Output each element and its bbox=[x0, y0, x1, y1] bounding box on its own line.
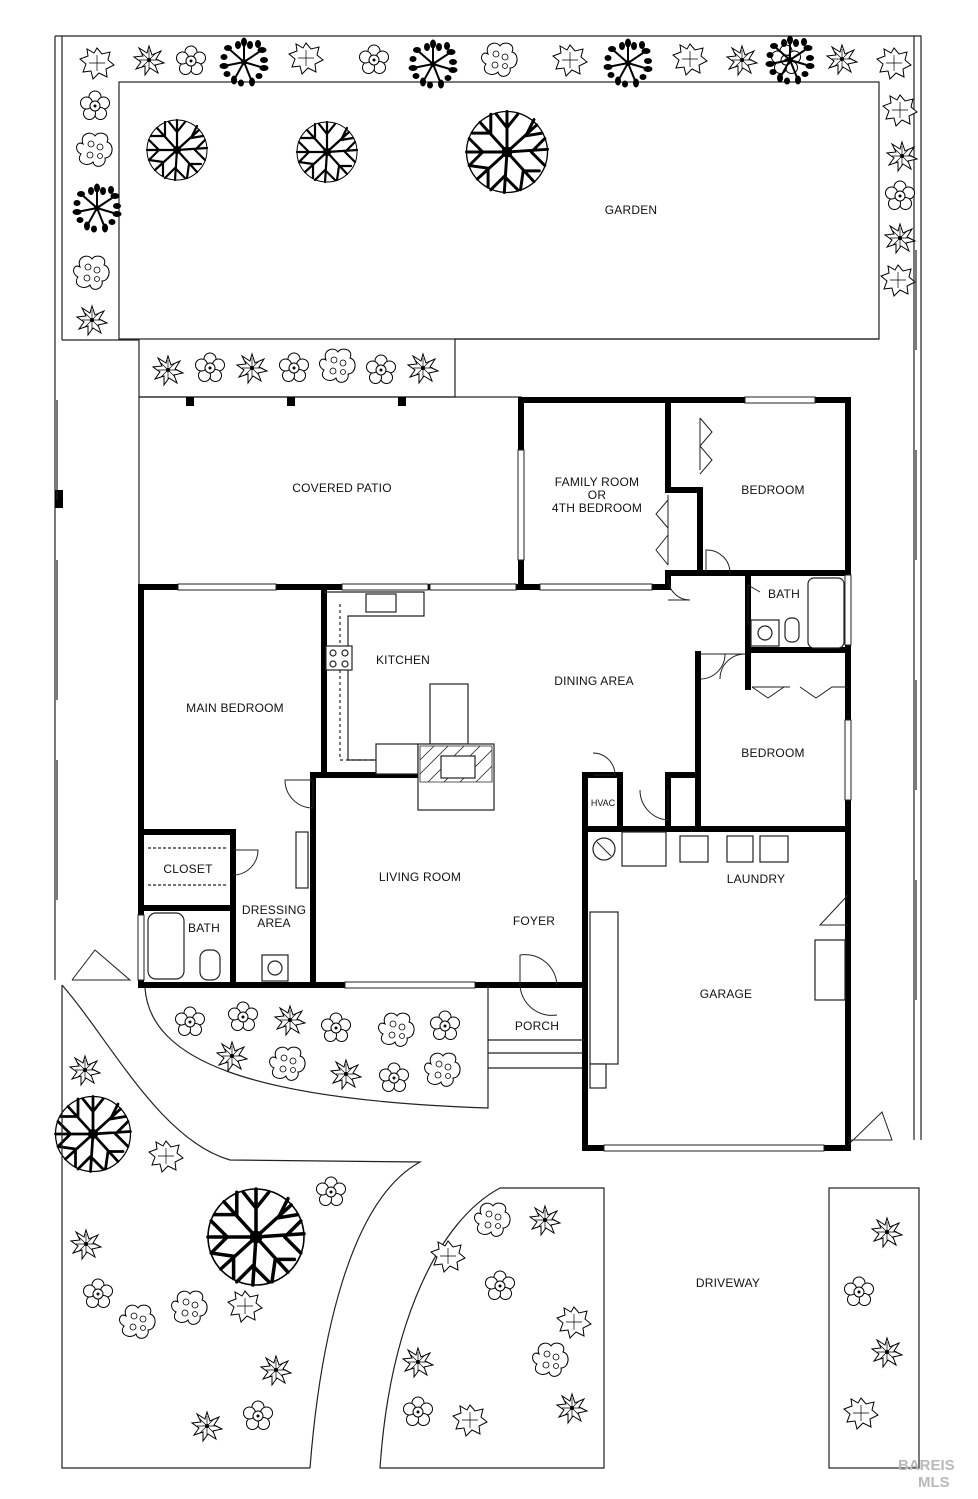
closet-label: CLOSET bbox=[163, 862, 213, 876]
porch-walkway bbox=[61, 984, 920, 1469]
bathtub-icon bbox=[807, 577, 845, 649]
family-room-label-3: 4TH BEDROOM bbox=[552, 501, 642, 515]
garden-label: GARDEN bbox=[605, 203, 658, 217]
hvac-label: HVAC bbox=[591, 798, 616, 808]
covered-patio-label: COVERED PATIO bbox=[292, 481, 392, 495]
fixtures bbox=[147, 577, 846, 1089]
bath-upper-label: BATH bbox=[768, 587, 800, 601]
kitchen-sink-icon bbox=[365, 593, 397, 613]
watermark-text-1: BAREIS bbox=[898, 1457, 955, 1474]
garden-area: GARDEN bbox=[62, 81, 880, 398]
bedroom-lower-label: BEDROOM bbox=[741, 746, 804, 760]
kitchen-island bbox=[429, 683, 469, 745]
laundry-label: LAUNDRY bbox=[727, 872, 786, 886]
covered-patio: COVERED PATIO bbox=[138, 396, 522, 588]
watermark-text-2: MLS bbox=[918, 1474, 950, 1491]
garage-label: GARAGE bbox=[700, 987, 753, 1001]
dining-area-label: DINING AREA bbox=[554, 674, 634, 688]
room-labels: FAMILY ROOM OR 4TH BEDROOM BEDROOM BATH … bbox=[163, 475, 804, 1290]
shrub-icon bbox=[71, 34, 918, 386]
driveway-label: DRIVEWAY bbox=[696, 1276, 760, 1290]
tree-icon bbox=[54, 110, 549, 1287]
sink-icon bbox=[750, 619, 780, 647]
kitchen-label: KITCHEN bbox=[376, 653, 430, 667]
bedroom-upper-label: BEDROOM bbox=[741, 483, 804, 497]
windows bbox=[137, 396, 852, 1152]
stove-icon bbox=[325, 645, 353, 671]
living-room-label: LIVING ROOM bbox=[379, 870, 461, 884]
mls-watermark: BAREIS MLS bbox=[898, 1457, 955, 1491]
porch-label: PORCH bbox=[515, 1019, 559, 1033]
family-room-label-2: OR bbox=[588, 488, 607, 502]
main-bedroom-label: MAIN BEDROOM bbox=[186, 701, 284, 715]
family-room-label-1: FAMILY ROOM bbox=[555, 475, 639, 489]
dressing-area-label-2: AREA bbox=[257, 916, 290, 930]
dressing-area-label-1: DRESSING bbox=[242, 903, 306, 917]
property-boundary bbox=[54, 35, 922, 1140]
toilet-icon bbox=[784, 617, 800, 643]
bath-main-label: BATH bbox=[188, 921, 220, 935]
foyer-label: FOYER bbox=[513, 914, 555, 928]
shrub-icon-lower bbox=[69, 1001, 903, 1442]
doors bbox=[71, 417, 893, 1146]
